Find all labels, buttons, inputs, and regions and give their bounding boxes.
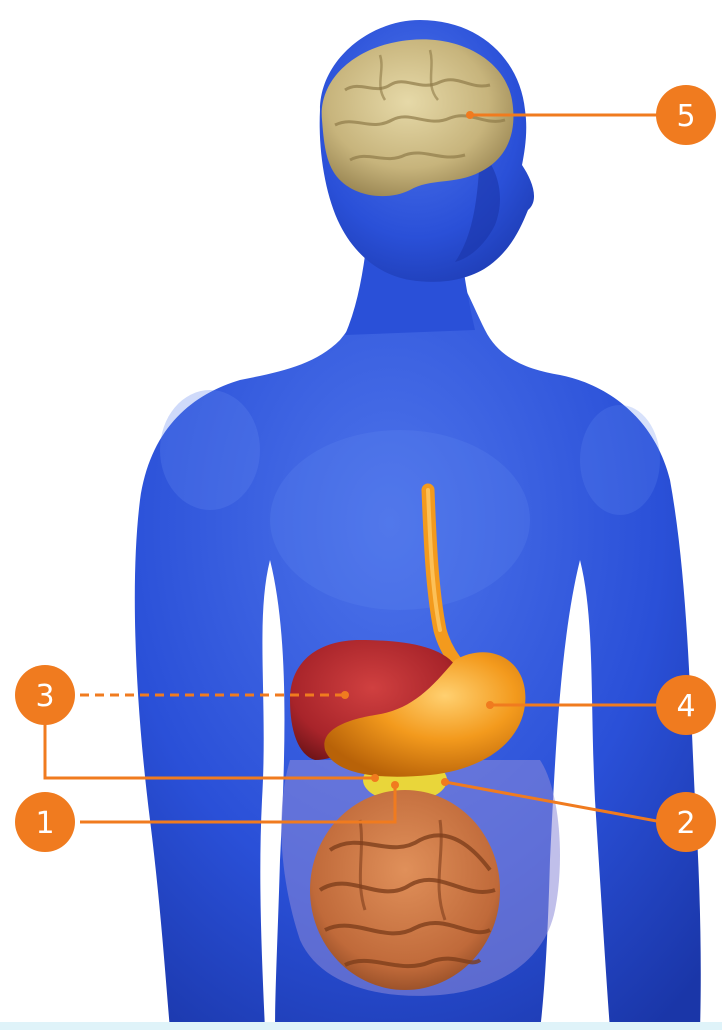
marker-4-label: 4	[676, 689, 695, 724]
marker-4[interactable]: 4	[656, 675, 716, 735]
left-shoulder-highlight	[160, 390, 260, 510]
marker-1[interactable]: 1	[15, 792, 75, 852]
marker-3-label: 3	[35, 679, 54, 714]
chest-highlight	[270, 430, 530, 610]
marker-5-label: 5	[676, 99, 695, 134]
bottom-strip	[0, 1022, 722, 1030]
marker-2[interactable]: 2	[656, 792, 716, 852]
small-intestine	[310, 790, 500, 990]
marker-3[interactable]: 3	[15, 665, 75, 725]
marker-2-label: 2	[676, 806, 695, 841]
marker-1-label: 1	[35, 806, 54, 841]
marker-5[interactable]: 5	[656, 85, 716, 145]
right-shoulder-highlight	[580, 405, 660, 515]
